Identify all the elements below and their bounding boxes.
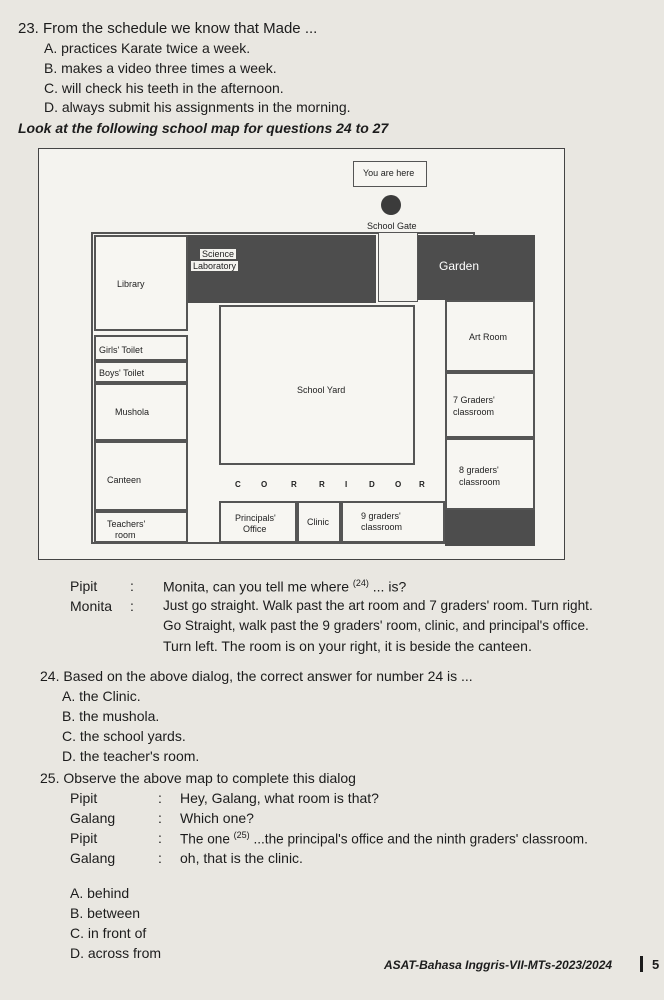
school-gate-label: School Gate [367, 221, 417, 231]
school-yard [219, 305, 415, 465]
q25-option-a: A. behind [70, 885, 130, 901]
corridor-letter-r3: R [419, 480, 425, 489]
school-map: You are here School Gate Garden Library … [38, 148, 565, 560]
q25-line2-name: Galang [70, 810, 116, 826]
teachers-room [94, 511, 188, 543]
q25-line3-colon: : [158, 830, 162, 846]
location-marker-icon [381, 195, 401, 215]
q24-option-a: A. the Clinic. [62, 688, 141, 704]
you-are-here-box [353, 161, 427, 187]
principals-office-label-2: Office [243, 524, 267, 534]
dialog1-pipit-line: Monita, can you tell me where (24) ... i… [163, 578, 407, 595]
grade9-dark-strip [445, 510, 535, 546]
footer-divider [640, 956, 643, 972]
q24-option-d: D. the teacher's room. [62, 748, 200, 764]
grade7-label-2: classroom [453, 407, 495, 417]
dialog1-monita-line3: Turn left. The room is on your right, it… [163, 638, 532, 654]
clinic-label: Clinic [307, 517, 330, 527]
footer-text: ASAT-Bahasa Inggris-VII-MTs-2023/2024 [384, 958, 613, 972]
mushola-label: Mushola [115, 407, 150, 417]
mushola-room [94, 383, 188, 441]
grade7-classroom [445, 372, 535, 438]
q25-line2-colon: : [158, 810, 162, 826]
library-label: Library [117, 279, 145, 289]
girls-toilet-room [94, 335, 188, 361]
girls-toilet-label: Girls' Toilet [99, 345, 143, 355]
corridor-letter-r2: R [319, 480, 325, 489]
art-room [445, 300, 535, 372]
q24-option-c: C. the school yards. [62, 728, 186, 744]
corridor-letter-r1: R [291, 480, 297, 489]
dialog1-monita-line2: Go Straight, walk past the 9 graders' ro… [163, 618, 589, 633]
dialog1-monita-name: Monita [70, 598, 113, 614]
q23-stem: 23. From the schedule we know that Made … [18, 20, 318, 37]
clinic-room [297, 501, 341, 543]
boys-toilet-room [94, 361, 188, 383]
q23-option-c: C. will check his teeth in the afternoon… [44, 80, 284, 96]
art-room-label: Art Room [469, 332, 508, 342]
map-instruction: Look at the following school map for que… [18, 120, 389, 136]
q25-line1-text: Hey, Galang, what room is that? [180, 790, 379, 806]
grade9-label-2: classroom [361, 522, 403, 532]
principals-office [219, 501, 297, 543]
dialog1-pipit-name: Pipit [70, 578, 98, 594]
q25-line2-text: Which one? [180, 810, 254, 826]
q23-option-a: A. practices Karate twice a week. [44, 40, 251, 56]
q25-option-b: B. between [70, 905, 141, 921]
principals-office-label-1: Principals' [235, 513, 276, 523]
q23-option-b: B. makes a video three times a week. [44, 60, 277, 76]
boys-toilet-label: Boys' Toilet [99, 368, 145, 378]
dialog1-colon-2: : [130, 598, 134, 614]
q25-line3-name: Pipit [70, 830, 98, 846]
teachers-room-label-1: Teachers' [107, 519, 146, 529]
dialog1-monita-line1: Just go straight. Walk past the art room… [163, 598, 593, 613]
q25-line4-name: Galang [70, 850, 116, 866]
library-room [94, 235, 188, 331]
q24-option-b: B. the mushola. [62, 708, 160, 724]
page-number: 5 [652, 957, 660, 972]
q25-option-d: D. across from [70, 945, 162, 961]
q25-line3-text: The one (25) ...the principal's office a… [180, 830, 588, 847]
garden-label: Garden [439, 259, 480, 273]
q25-line4-text: oh, that is the clinic. [180, 850, 303, 866]
q25-option-c: C. in front of [70, 925, 147, 941]
q25-line1-colon: : [158, 790, 162, 806]
grade9-label-1: 9 graders' [361, 511, 401, 521]
dialog1-colon-1: : [130, 578, 134, 594]
corridor-letter-i: I [345, 480, 348, 489]
corridor-letter-o2: O [395, 480, 402, 489]
science-lab-label-1: Science [200, 249, 237, 259]
garden-area [445, 235, 535, 300]
q25-stem: 25. Observe the above map to complete th… [40, 770, 356, 786]
canteen-label: Canteen [107, 475, 142, 485]
q24-stem: 24. Based on the above dialog, the corre… [40, 668, 473, 684]
q25-line1-name: Pipit [70, 790, 98, 806]
grade7-label-1: 7 Graders' [453, 395, 495, 405]
grade8-classroom [445, 438, 535, 510]
corridor-letter-o: O [261, 480, 268, 489]
canteen-room [94, 441, 188, 511]
teachers-room-label-2: room [115, 530, 136, 540]
grade9-classroom [341, 501, 445, 543]
grade8-label-2: classroom [459, 477, 501, 487]
corridor-letter-c: C [235, 480, 241, 489]
grade8-label-1: 8 graders' [459, 465, 499, 475]
you-are-here-label: You are here [363, 168, 415, 178]
school-yard-label: School Yard [297, 385, 346, 395]
q25-line4-colon: : [158, 850, 162, 866]
q23-option-d: D. always submit his assignments in the … [44, 99, 351, 115]
gate-passage [378, 232, 418, 302]
corridor-letter-d: D [369, 480, 375, 489]
science-lab-label-2: Laboratory [191, 261, 239, 271]
